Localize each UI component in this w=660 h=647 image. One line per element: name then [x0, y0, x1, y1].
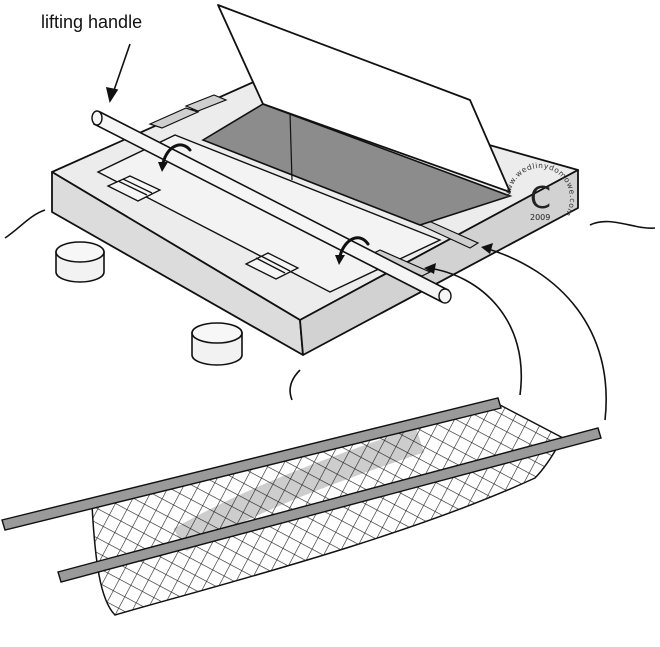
smoker-opening	[201, 103, 513, 226]
rails	[148, 94, 480, 277]
board-right-side	[299, 169, 579, 356]
lifting-handle-label: lifting handle	[41, 12, 143, 32]
net-frame-rods	[1, 397, 602, 583]
lifting-handle-rod	[91, 110, 452, 304]
fish-net	[91, 404, 565, 616]
watermark-year: 2009	[530, 213, 550, 222]
watermark-symbol: C	[530, 181, 551, 216]
pointer-arrows	[424, 243, 607, 421]
ground-lines	[4, 209, 656, 401]
label-arrow	[105, 43, 131, 104]
hinge-left	[106, 175, 162, 202]
rotate-arrows	[158, 143, 370, 265]
lid	[217, 4, 511, 193]
foot-bottom	[191, 322, 243, 366]
hinge-right	[244, 252, 300, 280]
foot-left	[55, 241, 105, 283]
